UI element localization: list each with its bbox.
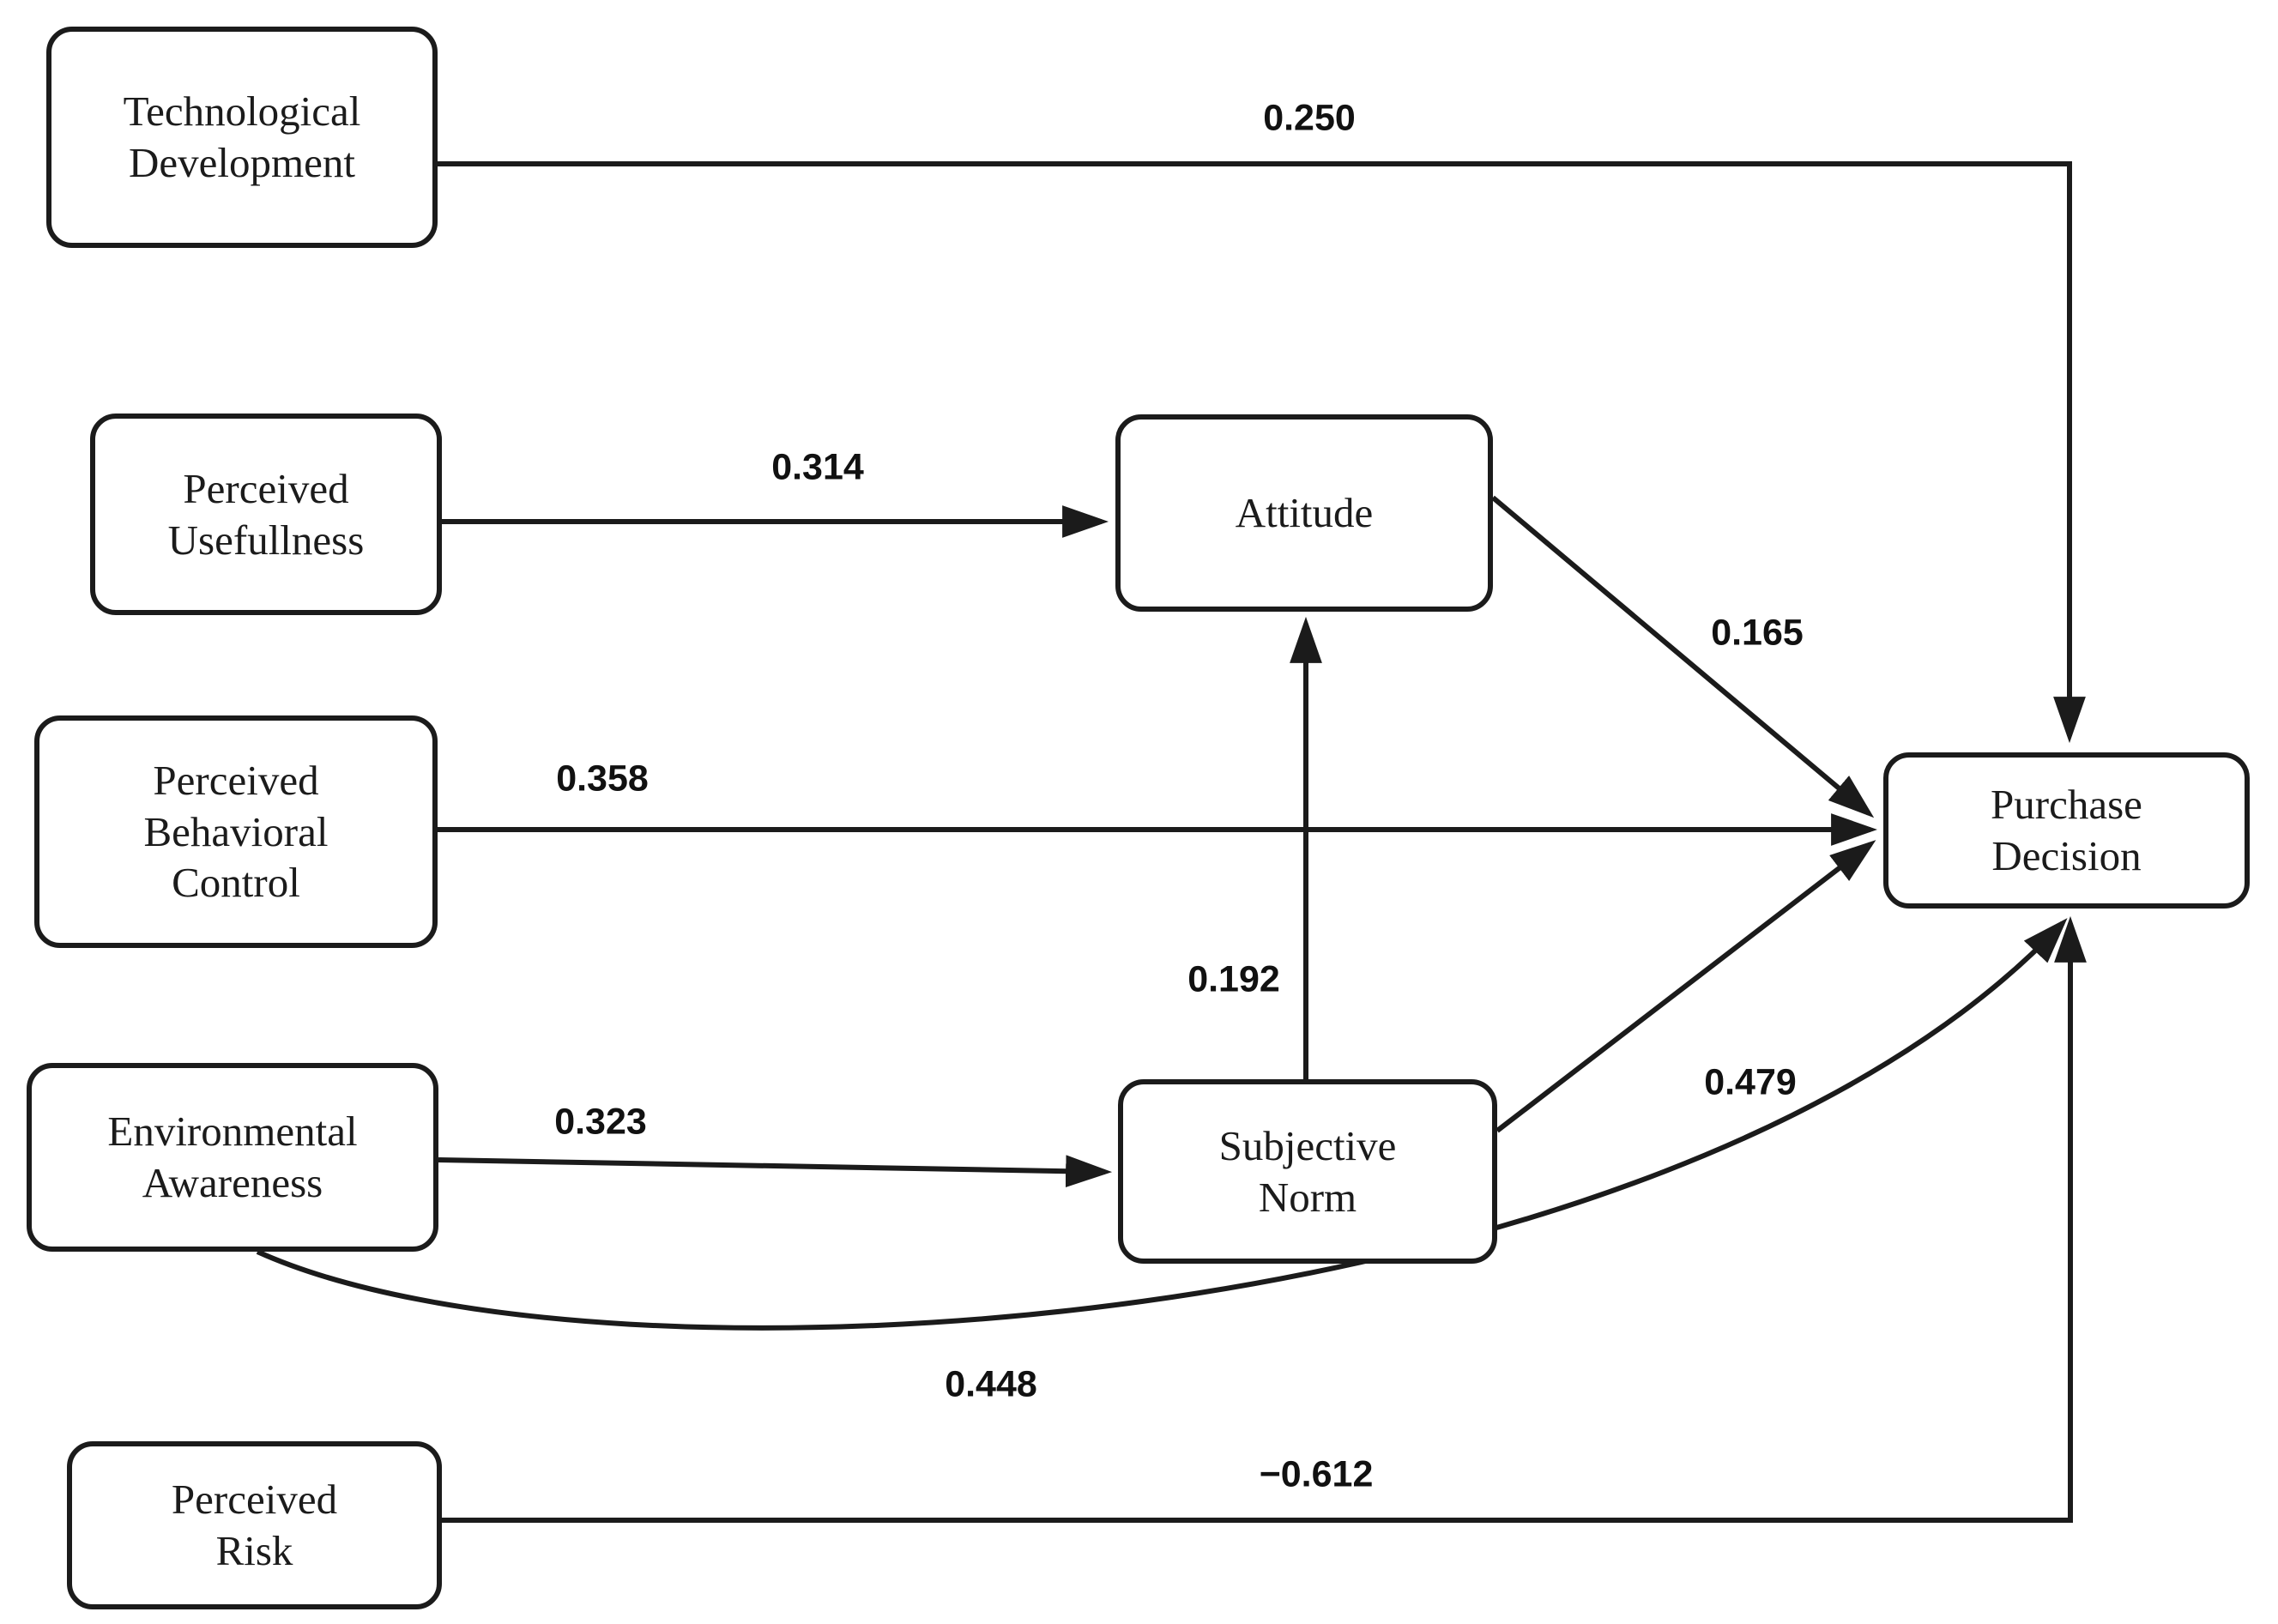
node-attitude: Attitude	[1115, 414, 1493, 612]
node-subjective-norm: Subjective Norm	[1118, 1079, 1497, 1264]
edge-technological-development-to-purchase-decision	[438, 161, 2086, 744]
edge-subjective-norm-to-purchase-decision	[1496, 840, 1876, 1133]
node-perceived-usefullness: Perceived Usefullness	[90, 414, 442, 615]
node-perceived-risk: Perceived Risk	[67, 1441, 442, 1609]
node-label: Purchase Decision	[1991, 781, 2142, 879]
node-perceived-behavioral-control: Perceived Behavioral Control	[34, 715, 438, 948]
node-label: Environmental Awareness	[107, 1108, 358, 1206]
edge-environmental-awareness-to-subjective-norm	[438, 1155, 1113, 1188]
node-label: Technological Development	[123, 88, 361, 186]
coefficient-sn-pd: 0.479	[1704, 1061, 1797, 1103]
node-technological-development: Technological Development	[46, 27, 438, 248]
edge-attitude-to-purchase-decision	[1491, 495, 1875, 818]
node-label: Perceived Behavioral Control	[143, 756, 329, 907]
coefficient-pbc-pd: 0.358	[556, 758, 649, 800]
coefficient-td-pd: 0.250	[1263, 97, 1356, 139]
coefficient-attitude-pd: 0.165	[1711, 612, 1804, 654]
node-purchase-decision: Purchase Decision	[1883, 752, 2250, 909]
edge-perceived-risk-to-purchase-decision	[442, 915, 2087, 1523]
coefficient-pr-pd: −0.612	[1259, 1453, 1374, 1495]
node-label: Subjective Norm	[1218, 1121, 1397, 1221]
coefficient-ea-pd: 0.448	[945, 1363, 1037, 1405]
node-label: Perceived Risk	[171, 1476, 338, 1574]
coefficient-ea-sn: 0.323	[554, 1101, 647, 1143]
coefficient-sn-attitude: 0.192	[1187, 958, 1280, 1000]
node-label: Attitude	[1235, 489, 1374, 537]
node-label: Perceived Usefullness	[167, 464, 365, 564]
coefficient-pu-attitude: 0.314	[771, 446, 864, 488]
edge-environmental-awareness-to-purchase-decision	[256, 918, 2068, 1331]
node-environmental-awareness: Environmental Awareness	[27, 1063, 438, 1252]
